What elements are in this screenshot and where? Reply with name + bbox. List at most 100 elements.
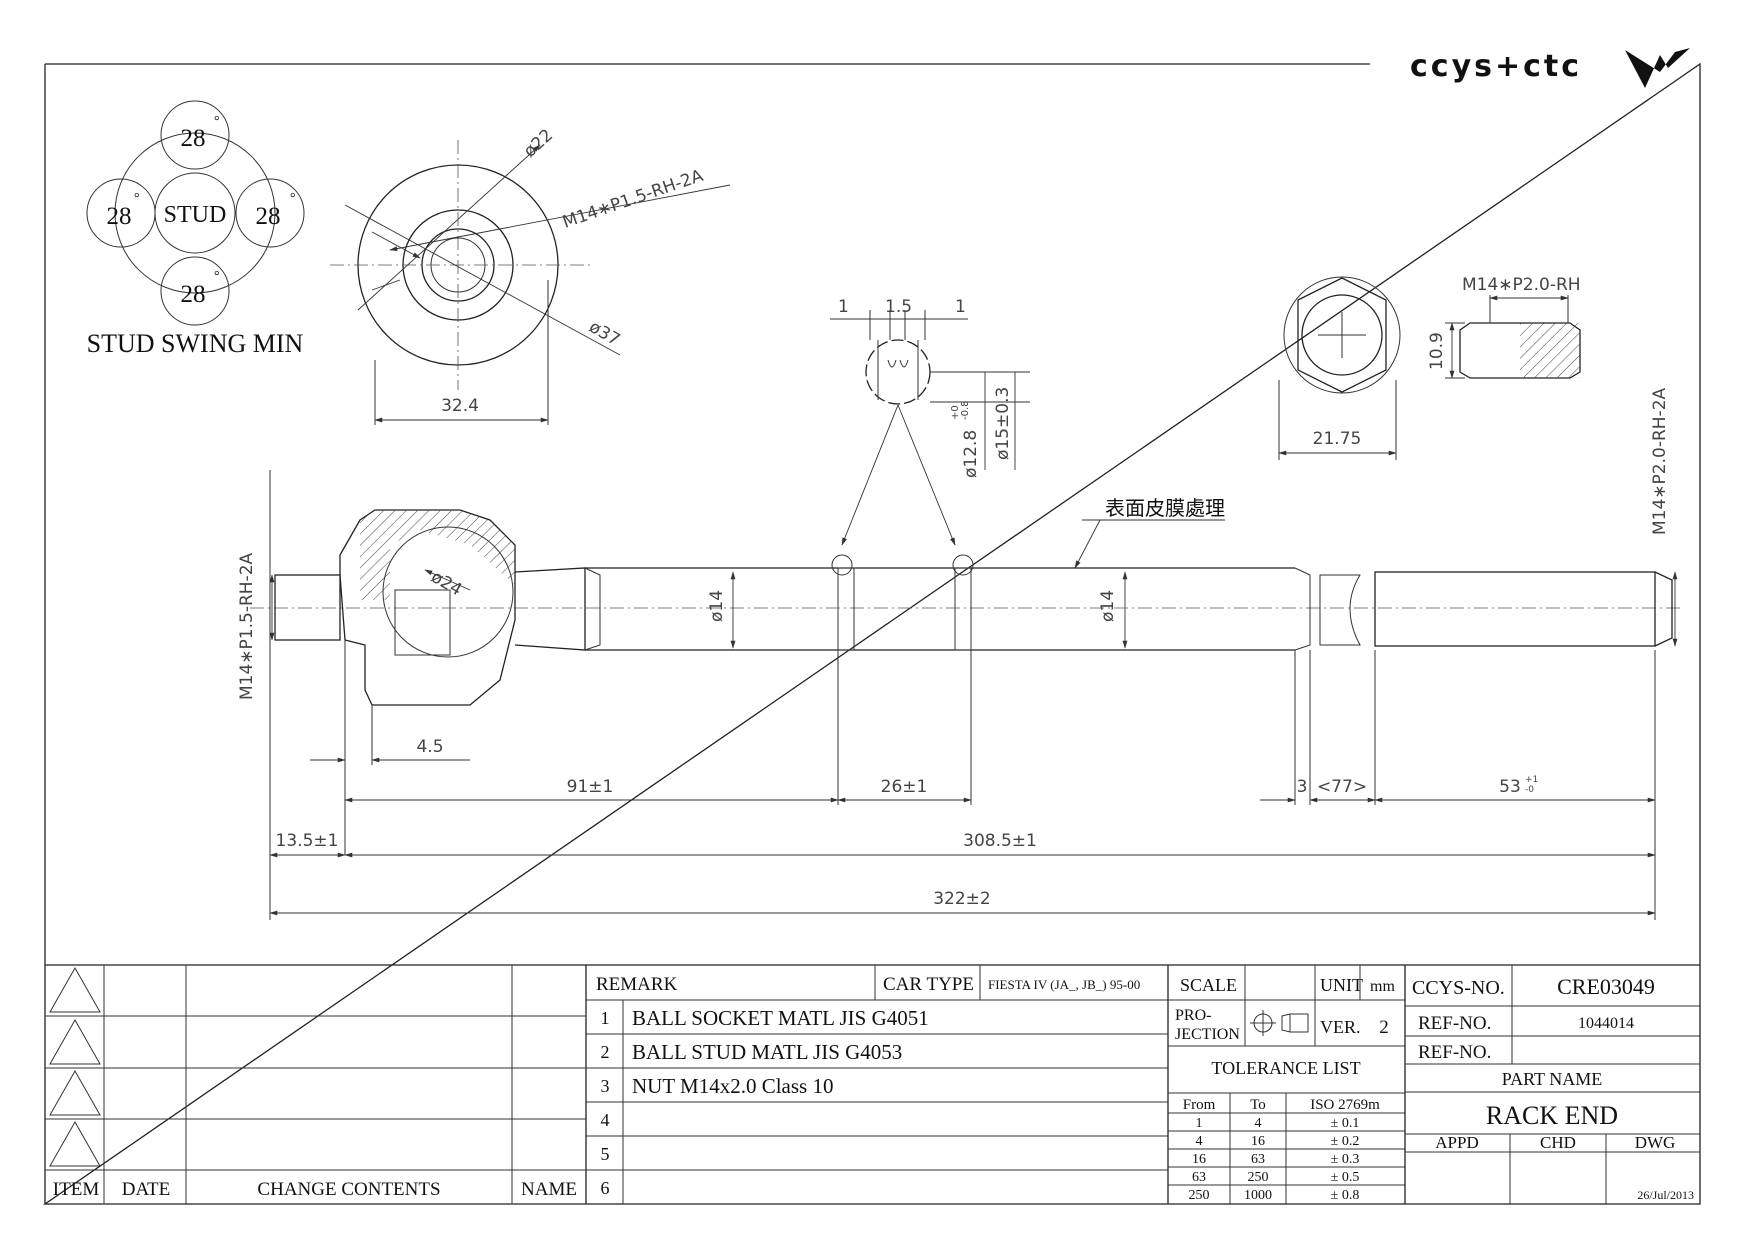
part-name: RACK END [1486,1101,1618,1130]
dim-13-5: 13.5±1 [276,831,339,851]
rack-end-main-view: ø24 ø14 ø14 表面皮膜處理 M14∗P1.5-RH-2A M14∗P2… [237,387,1680,920]
drawing-date: 26/Jul/2013 [1637,1188,1694,1202]
svg-text:-0.8: -0.8 [960,400,971,420]
remark-row-number: 4 [601,1110,610,1130]
swing-angle-left: 28 [107,203,132,230]
tol-row-value: ± 0.1 [1331,1116,1360,1131]
tol-row-from: 250 [1189,1188,1210,1203]
nut-view: 21.75 M14∗P2.0-RH 10.9 [1278,275,1581,460]
tol-header-to: To [1250,1097,1266,1113]
dim-4-5: 4.5 [416,737,443,757]
right-thread-label: M14∗P2.0-RH-2A [1650,387,1670,535]
svg-text:-0: -0 [1525,785,1534,795]
svg-text:°: ° [134,191,140,206]
shaft-diameter-left: ø14 [707,590,727,622]
socket-top-view: ø22 M14∗P1.5-RH-2A ø37 32.4 [330,125,731,425]
car-type-value: FIESTA IV (JA_, JB_) 95-00 [988,977,1140,992]
tol-row-value: ± 0.3 [1331,1152,1360,1167]
tolerance-title: TOLERANCE LIST [1211,1058,1360,1078]
dim-308-5: 308.5±1 [963,831,1037,851]
appd-label: APPD [1435,1133,1478,1152]
tol-header-from: From [1183,1097,1216,1113]
ref-no: 1044014 [1578,1015,1634,1032]
svg-text:+1: +1 [1525,775,1538,785]
swing-angle-bottom: 28 [181,281,206,308]
remark-row-number: 3 [601,1076,610,1096]
dim-91: 91±1 [567,777,614,797]
brand-logo: ccys+ctc [1410,48,1690,88]
remarks-table: REMARK CAR TYPE FIESTA IV (JA_, JB_) 95-… [586,965,1169,1204]
coating-note: 表面皮膜處理 [1105,497,1225,520]
dim-26: 26±1 [881,777,928,797]
groove-d15: ø15±0.3 [993,387,1013,460]
groove-detail: 1 1.5 1 ø12.8 +0 -0.8 ø15±0.3 [830,297,1030,546]
svg-text:ccys+ctc: ccys+ctc [1410,49,1582,84]
ver-label: VER. [1320,1017,1361,1037]
projection-label-1: PRO- [1175,1007,1211,1024]
title-block: ITEM DATE CHANGE CONTENTS NAME REMARK CA… [45,964,1700,1204]
top-view-thread: M14∗P1.5-RH-2A [560,166,706,233]
tol-header-std: ISO 2769m [1310,1097,1380,1113]
unit-value: mm [1370,978,1395,995]
dim-77: <77> [1317,777,1367,797]
ref-no-label: REF-NO. [1418,1013,1491,1034]
swing-angle-right: 28 [256,203,281,230]
groove-d128: ø12.8 [961,430,981,478]
remark-row-number: 5 [601,1144,610,1164]
nut-width: 21.75 [1313,429,1362,449]
swing-caption: STUD SWING MIN [87,329,304,358]
car-type-label: CAR TYPE [883,974,974,995]
tol-row-from: 16 [1192,1152,1206,1167]
groove-dim-mid: 1.5 [885,297,912,317]
ver-value: 2 [1379,1017,1389,1038]
left-thread-label: M14∗P1.5-RH-2A [237,552,257,700]
remark-row-number: 6 [601,1178,610,1198]
svg-text:+0: +0 [950,405,961,420]
stud-swing-diagram: STUD 28 28 28 28 ° ° ° ° STUD SWING MIN [86,100,305,358]
dim-3: 3 [1297,777,1308,797]
remark-label: REMARK [596,974,678,995]
svg-text:°: ° [214,114,220,129]
rev-header-name: NAME [521,1179,577,1200]
dim-322: 322±2 [933,889,991,909]
tol-row-from: 63 [1192,1170,1206,1185]
top-view-d22: ø22 [520,125,557,161]
top-view-d37: ø37 [586,317,624,350]
remark-row-number: 2 [601,1042,610,1062]
ref-no2-label: REF-NO. [1418,1042,1491,1063]
tol-row-from: 1 [1196,1116,1203,1131]
projection-label-2: JECTION [1175,1026,1240,1043]
rev-header-date: DATE [122,1179,171,1200]
scale-label: SCALE [1180,975,1237,995]
dwg-label: DWG [1635,1133,1676,1152]
ccys-no-label: CCYS-NO. [1412,977,1505,999]
ball-diameter: ø24 [428,567,466,600]
chd-label: CHD [1540,1133,1576,1152]
svg-text:°: ° [290,191,296,206]
stud-label: STUD [164,202,227,228]
remark-row-text: BALL SOCKET MATL JIS G4051 [632,1006,929,1030]
tol-row-to: 16 [1251,1134,1265,1149]
tol-row-value: ± 0.8 [1331,1188,1360,1203]
unit-label: UNIT [1320,975,1363,995]
nut-height: 10.9 [1427,332,1447,370]
tol-row-to: 250 [1248,1170,1269,1185]
part-name-label: PART NAME [1502,1069,1602,1089]
projection-symbol-icon [1250,1010,1309,1036]
spec-block: SCALE UNIT mm PRO- JECTION VER. 2 TOLERA… [1168,965,1406,1204]
tol-row-to: 1000 [1244,1188,1272,1203]
shaft-diameter-right: ø14 [1098,590,1118,622]
tol-row-value: ± 0.2 [1331,1134,1360,1149]
remark-row-number: 1 [601,1008,610,1028]
dim-53: 53 [1499,777,1521,797]
tol-row-from: 4 [1196,1134,1203,1149]
groove-dim-right: 1 [955,297,966,317]
nut-thread: M14∗P2.0-RH [1462,275,1581,295]
remark-row-text: BALL STUD MATL JIS G4053 [632,1040,902,1064]
groove-dim-left: 1 [838,297,849,317]
tol-row-value: ± 0.5 [1331,1170,1360,1185]
remark-row-text: NUT M14x2.0 Class 10 [632,1074,833,1098]
revision-table: ITEM DATE CHANGE CONTENTS NAME [45,965,587,1204]
rev-header-item: ITEM [53,1179,100,1200]
